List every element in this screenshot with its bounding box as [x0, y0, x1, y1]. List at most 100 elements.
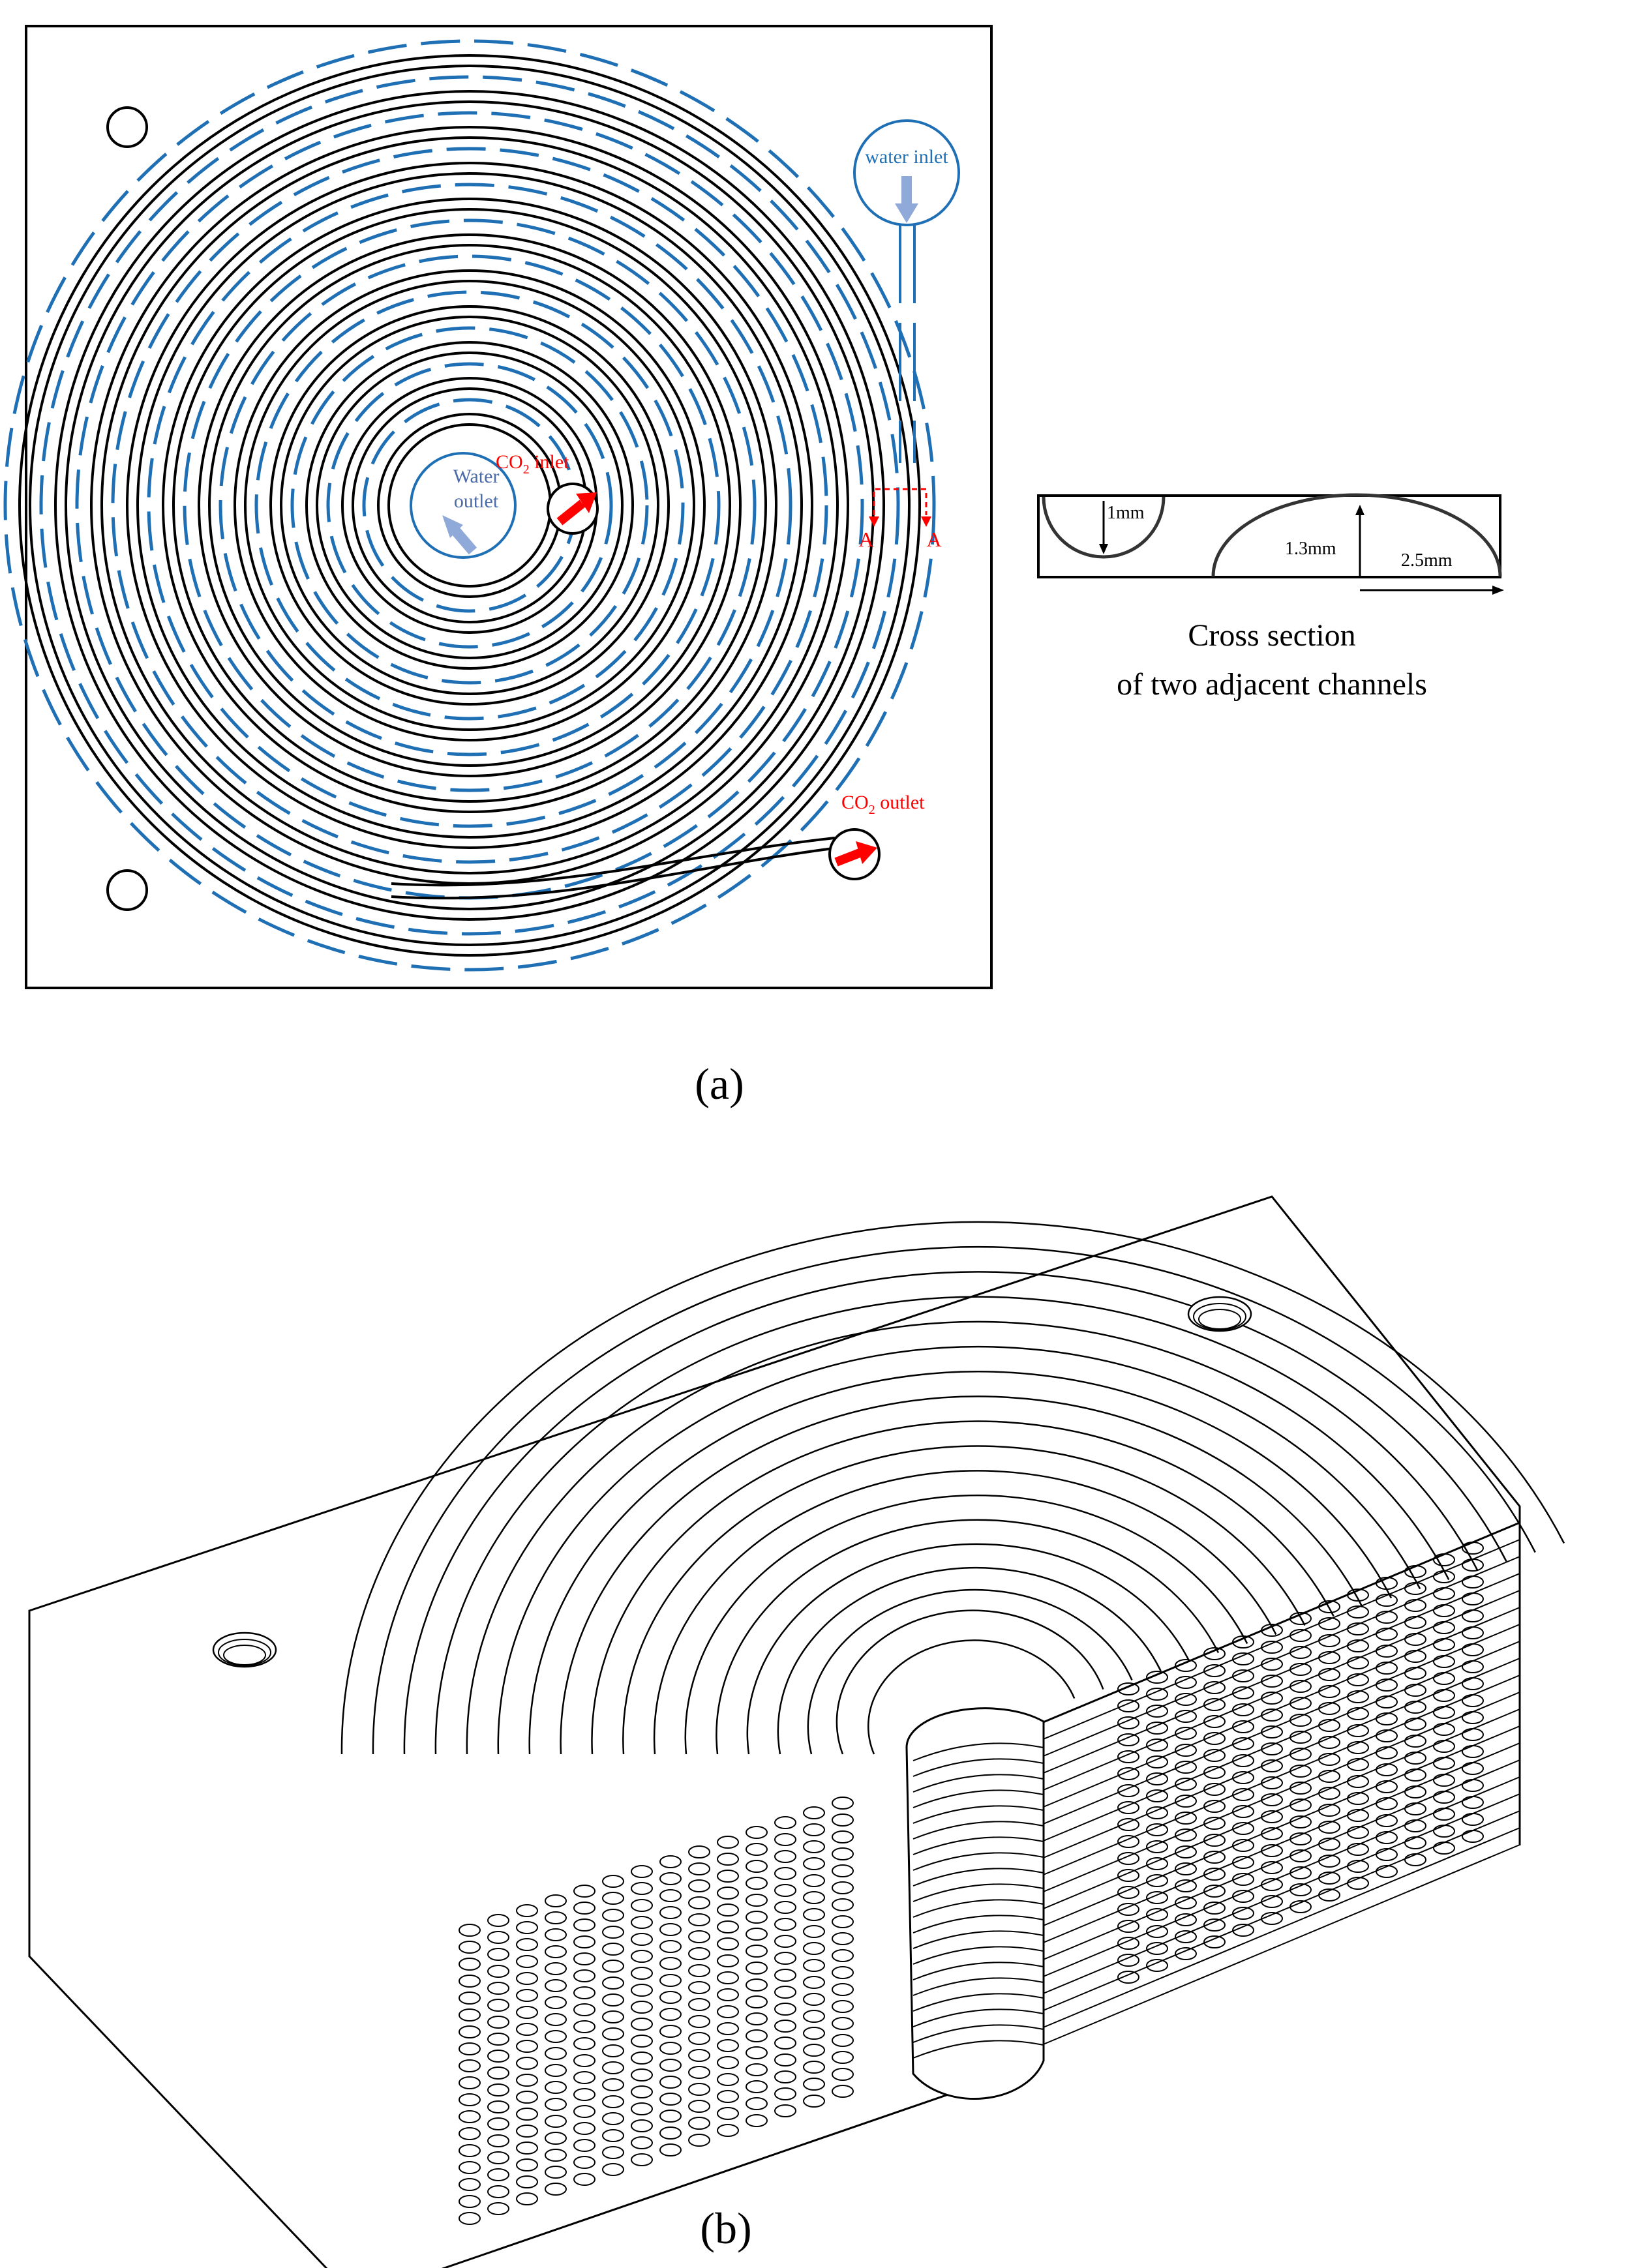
panel-b — [28, 1195, 1565, 2268]
channel-hole — [602, 2010, 624, 2023]
plate-layer-line — [1036, 1675, 1520, 1878]
channel-hole — [573, 1986, 595, 1999]
channel-hole — [1175, 1676, 1197, 1689]
channel-holes-front — [459, 1797, 854, 2225]
channel-hole — [545, 2098, 567, 2111]
channel-hole — [1146, 1942, 1168, 1955]
channel-hole — [545, 1979, 567, 1992]
channel-hole — [1117, 1767, 1139, 1780]
channel-hole — [1203, 1664, 1226, 1677]
channel-hole — [631, 2001, 653, 2014]
channel-hole — [1175, 1795, 1197, 1808]
water-channel-dashed — [326, 362, 613, 649]
channel-hole — [1117, 1784, 1139, 1797]
channel-hole — [803, 1925, 825, 1938]
channel-hole — [1376, 1865, 1398, 1878]
water-channel-dashed — [3, 39, 936, 972]
channel-hole — [1175, 1896, 1197, 1909]
channel-hole — [659, 1889, 682, 1902]
channel-hole — [1289, 1883, 1312, 1896]
channel-hole — [1318, 1685, 1340, 1698]
channel-hole — [746, 1843, 768, 1856]
channel-hole — [1433, 1842, 1455, 1855]
cross-section: 1mm 1.3mm 2.5mm Cross section of two adj… — [1037, 493, 1504, 702]
channel-hole — [573, 1969, 595, 1982]
channel-arc — [372, 1246, 1536, 1755]
channel-hole — [1117, 1750, 1139, 1763]
channel-hole — [1146, 1772, 1168, 1785]
channel-hole — [545, 2064, 567, 2077]
channel-hole — [487, 2151, 509, 2164]
channel-hole — [746, 1894, 768, 1907]
small-channel-profile — [1042, 496, 1166, 559]
channel-hole — [1203, 1918, 1226, 1932]
cross-section-caption-line2: of two adjacent channels — [1117, 667, 1427, 702]
channel-hole — [1175, 1947, 1197, 1960]
channel-hole — [631, 2068, 653, 2081]
channel-hole — [487, 2134, 509, 2147]
channel-hole — [487, 1965, 509, 1978]
channel-hole — [1203, 1647, 1226, 1660]
channel-hole — [1261, 1878, 1283, 1891]
channel-hole — [746, 1962, 768, 1975]
channel-holes-side — [1117, 1542, 1484, 1984]
channel-hole — [688, 2083, 710, 2096]
channel-hole — [774, 1850, 796, 1863]
channel-hole — [516, 2141, 538, 2155]
channel-hole — [1376, 1645, 1398, 1658]
channel-hole — [631, 1916, 653, 1929]
channel-hole — [1462, 1694, 1484, 1707]
channel-hole — [1462, 1711, 1484, 1724]
channel-hole — [1289, 1900, 1312, 1913]
channel-hole — [1404, 1819, 1426, 1832]
channel-hole — [545, 2013, 567, 2026]
water-inlet-arrow-head — [895, 203, 918, 223]
channel-hole — [573, 2105, 595, 2118]
co2-outlet-arrow-shaft — [834, 848, 862, 867]
channel-hole — [1117, 1852, 1139, 1865]
channel-hole — [1462, 1559, 1484, 1572]
channel-wall-outer — [126, 162, 813, 849]
hub-layer-line — [912, 2040, 1044, 2059]
channel-hole — [1462, 1728, 1484, 1741]
channel-hole — [1376, 1763, 1398, 1776]
channel-hole — [1318, 1855, 1340, 1868]
channel-arc — [836, 1609, 1104, 1755]
channel-hole — [1318, 1651, 1340, 1664]
channel-hole — [631, 2136, 653, 2149]
channel-hole — [631, 2052, 653, 2065]
channel-hole — [1261, 1725, 1283, 1738]
channel-hole — [1146, 1722, 1168, 1735]
channel-hole — [1433, 1774, 1455, 1787]
channel-arc — [716, 1519, 1220, 1755]
channel-wall-outer — [18, 54, 921, 957]
channel-hole — [774, 2003, 796, 2016]
channel-hole — [1433, 1723, 1455, 1736]
channel-hole — [803, 1806, 825, 1819]
channel-hole — [1318, 1770, 1340, 1783]
channel-arcs — [340, 1221, 1565, 1755]
channel-hole — [602, 1943, 624, 1956]
channel-arc — [867, 1639, 1076, 1755]
channel-hole — [487, 2016, 509, 2029]
channel-hole — [1347, 1622, 1369, 1635]
channel-wall-inner — [244, 280, 695, 731]
channel-hole — [1146, 1874, 1168, 1887]
channel-hole — [545, 2132, 567, 2145]
channel-hole — [487, 1999, 509, 2012]
channel-hole — [746, 1978, 768, 1992]
channel-hole — [631, 1882, 653, 1895]
channel-hole — [487, 1982, 509, 1995]
channel-hole — [631, 1967, 653, 1980]
channel-hole — [1433, 1604, 1455, 1617]
channel-hole — [1289, 1782, 1312, 1795]
channel-hole — [1146, 1925, 1168, 1938]
channel-hole — [573, 1918, 595, 1932]
plate-layer-line — [1036, 1827, 1520, 2031]
plate-layer-line — [1036, 1810, 1520, 2014]
channel-hole — [1232, 1686, 1254, 1699]
channel-hole — [688, 1947, 710, 1960]
channel-hole — [1347, 1792, 1369, 1805]
channel-hole — [1376, 1712, 1398, 1725]
channel-hole — [573, 1885, 595, 1898]
